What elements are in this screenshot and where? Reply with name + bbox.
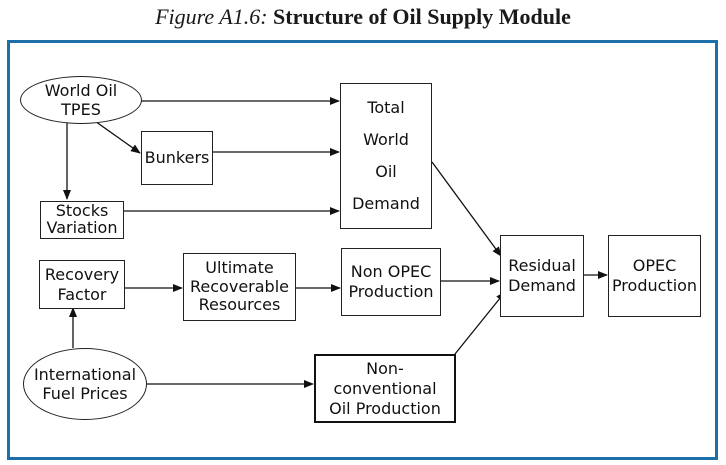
node-residual-demand: Residual Demand	[500, 235, 584, 317]
node-international-fuel-prices: International Fuel Prices	[23, 348, 147, 420]
diagram-frame	[7, 40, 718, 460]
node-non-conventional-oil-production: Non-conventional Oil Production	[314, 354, 456, 423]
node-bunkers: Bunkers	[141, 131, 213, 185]
figure-label: Figure A1.6:	[155, 4, 268, 29]
figure-title-text: Structure of Oil Supply Module	[273, 4, 571, 29]
node-stocks-variation: Stocks Variation	[40, 201, 124, 239]
node-total-world-oil-demand: Total World Oil Demand	[340, 83, 432, 229]
node-ultimate-recoverable-resources: Ultimate Recoverable Resources	[183, 253, 296, 321]
node-world-oil-tpes: World Oil TPES	[20, 76, 142, 124]
edge-nonconv-to-residual	[454, 291, 506, 355]
edge-tpes-to-bunkers	[91, 118, 141, 154]
node-non-opec-production: Non OPEC Production	[341, 248, 441, 316]
node-recovery-factor: Recovery Factor	[39, 260, 125, 309]
figure-title: Figure A1.6: Structure of Oil Supply Mod…	[0, 4, 726, 30]
node-opec-production: OPEC Production	[608, 235, 701, 317]
edge-demand-to-residual	[431, 161, 502, 257]
